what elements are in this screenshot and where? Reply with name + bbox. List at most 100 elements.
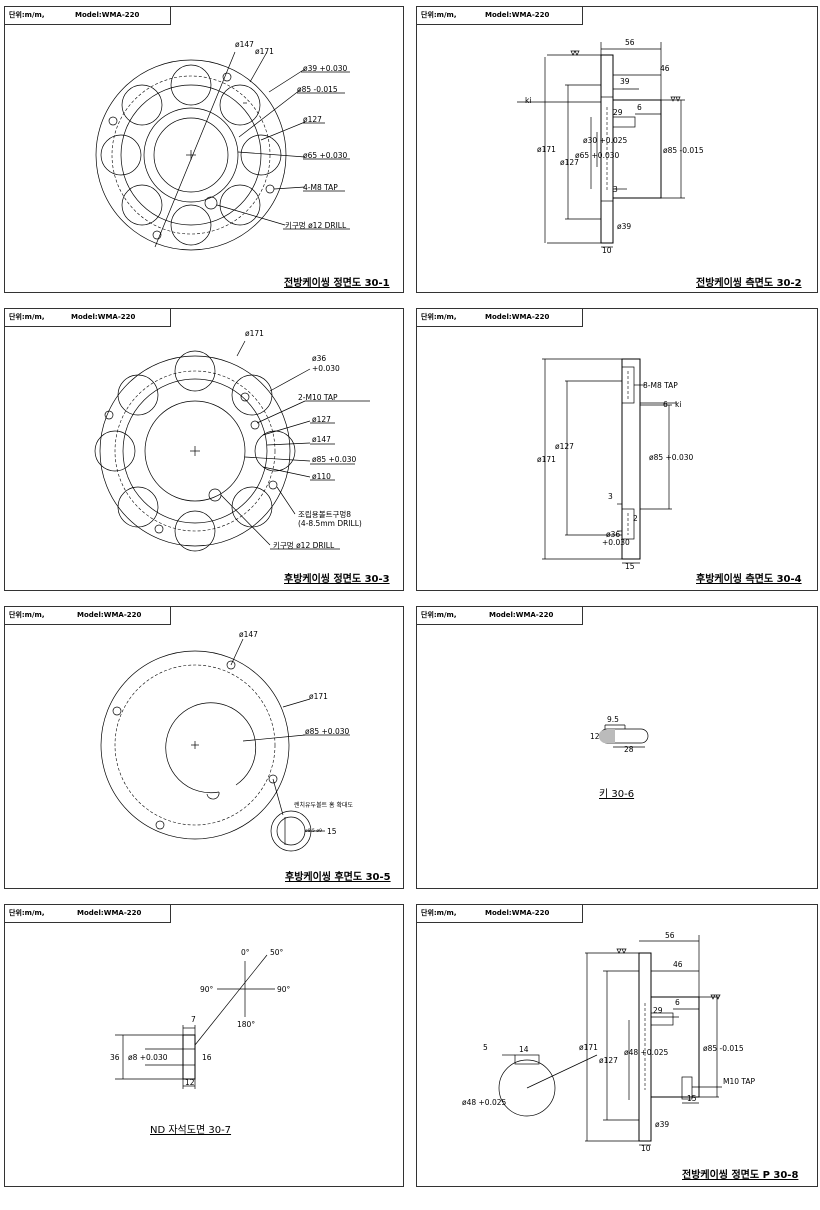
dim-3: 3: [613, 185, 618, 194]
dim-12: 12: [590, 732, 600, 741]
drawing-30-4: 8-M8 TAP 6 ki ø127 ø171 ø85 +0.030 3 2 ø…: [537, 358, 693, 571]
drawing-caption: 키 30-6: [599, 789, 635, 800]
label-ki: ki: [675, 400, 681, 409]
model-label: Model:WMA-220: [485, 313, 550, 321]
angle-180: 180°: [237, 1020, 255, 1029]
dim-6: 6: [675, 998, 680, 1007]
drawing-panel-30-6: 단위:m/m, Model:WMA-220 9.5 12 28 키 30-6: [416, 606, 818, 889]
dim-5: 5: [483, 1043, 488, 1052]
title-block: 단위:m/m, Model:WMA-220: [417, 905, 583, 923]
drawing-caption: 전방케이씽 정면도 P 30-8: [682, 1170, 799, 1181]
dim-d36a: ø36: [606, 530, 620, 539]
dim-d39b: ø39: [617, 222, 631, 231]
dim-d39: ø39 +0.030: [303, 64, 347, 73]
dim-d110: ø110: [312, 472, 331, 481]
drawing-caption: 후방케이씽 측면도 30-4: [696, 574, 802, 585]
title-block: 단위:m/m, Model:WMA-220: [5, 7, 171, 25]
detail-small-dims: ø8.5 ø9: [305, 828, 322, 834]
drawing-panel-30-1: 단위:m/m, Model:WMA-220 ø147: [4, 6, 404, 293]
angle-90-left: 90°: [200, 985, 214, 994]
dim-15: 15: [687, 1094, 697, 1103]
dim-d127: ø127: [555, 442, 574, 451]
dim-drill: 키구멍 ø12 DRILL: [285, 220, 347, 230]
drawing-30-7: 0° 50° 90° 90° 180° 7 36 ø8 +0.030 16 12: [110, 948, 291, 1089]
dim-d48b: ø48 +0.025: [462, 1098, 506, 1107]
title-block: 단위:m/m, Model:WMA-220: [417, 7, 583, 25]
model-label: Model:WMA-220: [77, 909, 142, 917]
dim-10: 10: [641, 1144, 651, 1153]
unit-label: 단위:m/m,: [421, 11, 457, 19]
dim-d147: ø147: [312, 435, 331, 444]
model-label: Model:WMA-220: [77, 611, 142, 619]
dim-d39: ø39: [655, 1120, 669, 1129]
dim-d85: ø85 +0.030: [305, 727, 349, 736]
model-label: Model:WMA-220: [489, 611, 554, 619]
dim-2: 2: [633, 514, 638, 523]
drawing-caption: ND 자석도면 30-7: [150, 1125, 232, 1136]
dim-36: 36: [110, 1053, 120, 1062]
unit-label: 단위:m/m,: [9, 611, 45, 619]
dim-d36b: +0.030: [602, 538, 630, 547]
title-block: 단위:m/m, Model:WMA-220: [5, 905, 171, 923]
dim-d127: ø127: [599, 1056, 618, 1065]
model-label: Model:WMA-220: [71, 313, 136, 321]
dim-bolt1: 조립용볼트구멍8: [298, 509, 351, 519]
title-block: 단위:m/m, Model:WMA-220: [5, 607, 171, 625]
dim-tap: 2-M10 TAP: [298, 393, 338, 402]
drawing-panel-30-3: 단위:m/m, Model:WMA-220 ø171: [4, 308, 404, 591]
dim-d171: ø171: [245, 329, 264, 338]
drawing-panel-30-2: 단위:m/m, Model:WMA-220 56 46 39 6 29 ki ø…: [416, 6, 818, 293]
dim-bolt2: (4-8.5mm DRILL): [298, 519, 362, 528]
dim-tap: M10 TAP: [723, 1077, 756, 1086]
dim-39: 39: [620, 77, 630, 86]
dim-d171: ø171: [537, 455, 556, 464]
dim-10: 10: [602, 246, 612, 255]
dim-d36a: ø36: [312, 354, 326, 363]
drawing-panel-30-8: 단위:m/m, Model:WMA-220 56 46 6 29 ø171 ø1…: [416, 904, 818, 1187]
model-label: Model:WMA-220: [485, 909, 550, 917]
dim-d8: ø8 +0.030: [128, 1053, 168, 1062]
drawing-panel-30-5: 단위:m/m, Model:WMA-220 ø147 ø171 ø85 +0.0…: [4, 606, 404, 889]
dim-d65: ø65 +0.030: [303, 151, 347, 160]
angle-50: 50°: [270, 948, 284, 957]
drawing-30-6: 9.5 12 28: [590, 715, 649, 754]
dim-6: 6: [663, 400, 668, 409]
unit-label: 단위:m/m,: [9, 909, 45, 917]
dim-46: 46: [660, 64, 670, 73]
unit-label: 단위:m/m,: [421, 611, 457, 619]
dim-12: 12: [185, 1078, 195, 1087]
drawing-30-1: ø147 ø171 ø39 +0.030 ø85 -0.015 ø127 ø65…: [95, 40, 350, 251]
drawing-caption: 전방케이씽 측면도 30-2: [696, 278, 802, 289]
dim-d48: ø48 +0.025: [624, 1048, 668, 1057]
drawing-panel-30-4: 단위:m/m, Model:WMA-220 8-M8 TAP 6 ki ø127…: [416, 308, 818, 591]
unit-label: 단위:m/m,: [421, 313, 457, 321]
dim-d171: ø171: [255, 47, 274, 56]
dim-16: 16: [202, 1053, 212, 1062]
dim-d147: ø147: [235, 40, 254, 49]
unit-label: 단위:m/m,: [9, 11, 45, 19]
drawing-panel-30-7: 단위:m/m, Model:WMA-220 0° 50° 90° 90° 180…: [4, 904, 404, 1187]
dim-6: 6: [637, 103, 642, 112]
dim-d85: ø85 +0.030: [649, 453, 693, 462]
angle-90-right: 90°: [277, 985, 291, 994]
dim-d171: ø171: [537, 145, 556, 154]
dim-d127: ø127: [560, 158, 579, 167]
dim-3: 3: [608, 492, 613, 501]
title-block: 단위:m/m, Model:WMA-220: [417, 607, 583, 625]
dim-d65: ø65 +0.030: [575, 151, 619, 160]
dim-d147: ø147: [239, 630, 258, 639]
dim-56: 56: [625, 38, 635, 47]
drawing-30-8: 56 46 6 29 ø171 ø127 ø48 +0.025 ø85 -0.0…: [462, 931, 756, 1153]
dim-14: 14: [519, 1045, 529, 1054]
title-block: 단위:m/m, Model:WMA-220: [417, 309, 583, 327]
unit-label: 단위:m/m,: [421, 909, 457, 917]
drawing-30-5: ø147 ø171 ø85 +0.030 렌치유두볼트 홈 확대도 ø8.5 ø…: [100, 630, 353, 852]
model-label: Model:WMA-220: [485, 11, 550, 19]
dim-15: 15: [327, 827, 337, 836]
dim-d85: ø85 -0.015: [703, 1044, 744, 1053]
dim-drill: 키구멍 ø12 DRILL: [273, 540, 335, 550]
dim-29: 29: [613, 108, 623, 117]
drawing-caption: 전방케이씽 정면도 30-1: [284, 278, 390, 289]
angle-0: 0°: [241, 948, 250, 957]
dim-d85: ø85 -0.015: [297, 85, 338, 94]
